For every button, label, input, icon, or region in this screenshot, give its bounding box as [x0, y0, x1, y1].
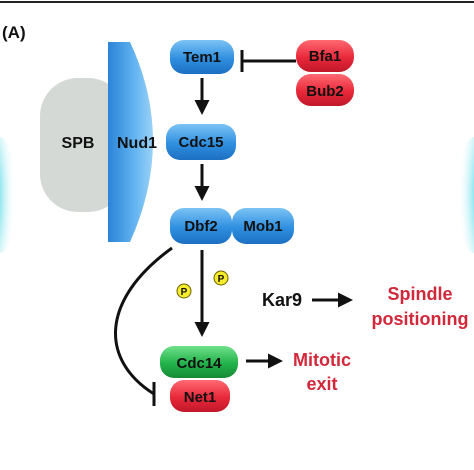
cdc14-node — [160, 346, 238, 378]
mitotic-exit-line2: exit — [306, 374, 337, 394]
cdc15-label: Cdc15 — [178, 134, 223, 151]
phospho-marker-right — [213, 270, 229, 286]
phospho-label-right: P — [218, 274, 225, 285]
spb-label: SPB — [62, 135, 95, 152]
dbf2-node — [170, 208, 232, 244]
nud1-label: Nud1 — [117, 135, 157, 152]
bfa1-label: Bfa1 — [309, 48, 342, 65]
tem1-label: Tem1 — [183, 49, 221, 66]
tem1-node — [170, 40, 234, 74]
bub2-label: Bub2 — [306, 83, 344, 100]
net1-node — [170, 380, 230, 412]
mob1-label: Mob1 — [243, 218, 282, 235]
cdc14-label: Cdc14 — [176, 355, 222, 372]
mitotic-exit-line1: Mitotic — [293, 350, 351, 370]
cdc15-node — [166, 124, 236, 160]
net1-label: Net1 — [184, 389, 217, 406]
spindle-positioning-line2: positioning — [372, 309, 469, 329]
left-glow — [0, 137, 16, 253]
mob1-node — [232, 208, 294, 244]
bfa1-node — [296, 40, 354, 72]
right-glow — [458, 137, 474, 253]
phospho-label-left: P — [181, 287, 188, 298]
dbf2-label: Dbf2 — [184, 218, 217, 235]
dbf2-net1-inhibition-curve — [114, 246, 173, 396]
nud1-shape — [108, 42, 153, 242]
spb-body — [40, 78, 126, 212]
bub2-node — [296, 74, 354, 106]
spindle-positioning-line1: Spindle — [387, 284, 452, 304]
panel-label: (A) — [2, 23, 26, 42]
kar9-label: Kar9 — [262, 290, 302, 310]
phospho-marker-left — [176, 283, 192, 299]
